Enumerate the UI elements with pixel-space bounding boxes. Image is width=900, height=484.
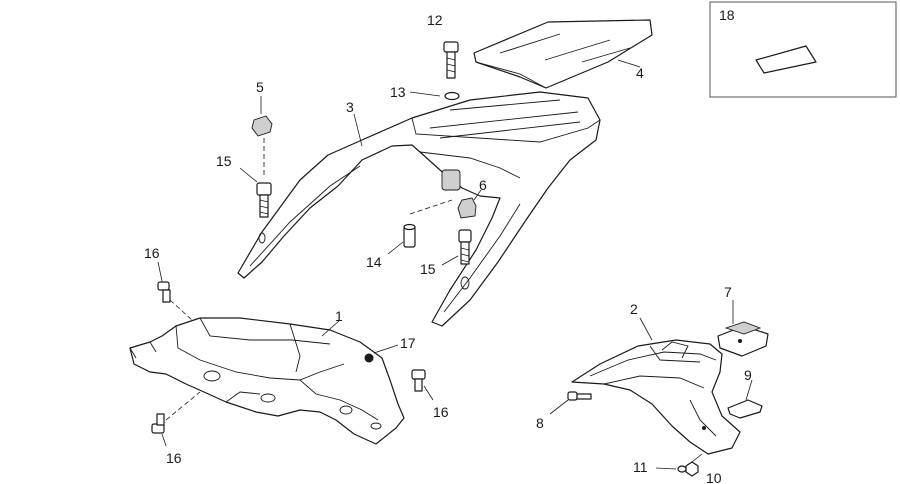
callout-16c: 16 [166,450,182,466]
part-3-rear-rack: 3 [237,91,601,327]
callout-10: 10 [706,470,722,484]
callout-2: 2 [630,301,638,317]
part-5-cap: 5 [251,79,273,178]
part-11-washer: 11 [633,459,687,475]
callout-1: 1 [335,308,343,324]
part-14-spacer: 14 [366,199,453,270]
part-15-bolt-left: 15 [216,153,272,218]
callout-5: 5 [256,79,264,95]
callout-15b: 15 [420,261,436,277]
part-16-screw-bottom: 16 [151,391,201,466]
callout-9: 9 [744,367,752,383]
part-1-undertail: 1 [129,308,405,445]
callout-15a: 15 [216,153,232,169]
callout-4: 4 [636,65,644,81]
part-12-bolt: 12 [427,12,459,79]
part-9-bracket: 9 [727,367,763,419]
part-15-bolt-right: 15 [420,229,472,277]
callout-16a: 16 [144,245,160,261]
callout-8: 8 [536,415,544,431]
callout-17: 17 [400,335,416,351]
part-17-clip: 17 [364,335,416,363]
decal-sticker [755,45,817,74]
callout-14: 14 [366,254,382,270]
callout-11: 11 [633,459,648,475]
part-13-washer: 13 [390,84,460,101]
callout-7: 7 [724,284,732,300]
callout-6: 6 [479,177,487,193]
part-10-nut: 10 [685,453,722,484]
callout-16b: 16 [433,404,449,420]
kit-box-18: 18 [709,1,897,98]
callout-12: 12 [427,12,443,28]
part-6-cap: 6 [457,177,487,219]
callout-18: 18 [719,7,735,23]
part-7-reflector: 7 [717,284,769,357]
callout-3: 3 [346,99,354,115]
part-16-screw-right: 16 [411,369,449,420]
part-4-top-cover: 4 [473,19,653,89]
callout-13: 13 [390,84,406,100]
part-16-screw-top: 16 [144,245,193,321]
part-2-rear-mudguard: 2 [571,301,741,455]
part-8-screw: 8 [536,391,592,431]
